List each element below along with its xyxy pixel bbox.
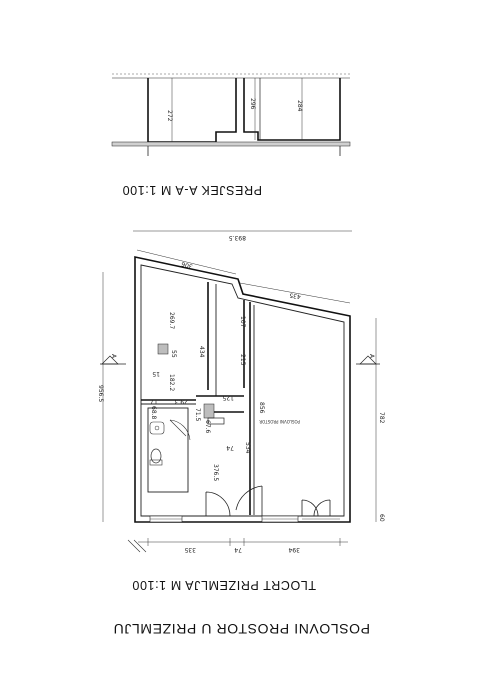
dim-17: 17 xyxy=(150,398,158,405)
dim-67-6: 67.6 xyxy=(204,420,211,434)
dim-376-5: 376.5 xyxy=(212,464,219,481)
sink-drain-icon xyxy=(154,425,160,431)
plan-dim-left: 956.5 xyxy=(97,385,104,402)
plan-shaft xyxy=(157,343,169,355)
dim-15: 15 xyxy=(152,370,160,377)
section-dim-272: 272 xyxy=(166,110,173,122)
dim-215: 215 xyxy=(239,354,246,366)
plan-dim-top-left-line xyxy=(136,249,237,275)
shop-door-swing-mid-icon xyxy=(301,499,319,517)
plan-dim-top-right: 435 xyxy=(289,291,301,300)
dim-bottom-74: 74 xyxy=(234,546,242,553)
shop-door-swing-right-icon xyxy=(313,499,331,517)
dim-856: 856 xyxy=(258,402,265,414)
dim-bottom-394: 394 xyxy=(288,546,300,553)
section-marker-left: A xyxy=(110,354,117,359)
section-marker-right: A xyxy=(368,354,375,359)
dim-71-5: 71.5 xyxy=(194,408,201,422)
plan-dim-corner-ticks xyxy=(127,539,147,553)
dim-182-2: 182.2 xyxy=(168,374,175,391)
section-right-room xyxy=(243,78,341,141)
plan-column xyxy=(203,403,215,419)
dim-29-3: 29.3 xyxy=(174,398,188,405)
floor-plan: 893.5 306 435 xyxy=(97,230,385,637)
section-dim-284: 284 xyxy=(296,100,303,112)
toilet-tank-icon xyxy=(149,459,163,466)
entry-door-swing-icon xyxy=(205,491,231,517)
section-floor-slab xyxy=(111,141,351,147)
dim-534: 534 xyxy=(244,442,251,454)
plan-column-2 xyxy=(207,417,225,425)
dim-107: 107 xyxy=(239,316,246,328)
section-dim-296: 296 xyxy=(249,98,256,110)
plan-dim-top-left: 306 xyxy=(180,260,193,270)
dim-74a: 74 xyxy=(226,444,234,451)
plan-inner-wall xyxy=(140,264,345,517)
plan-outer-wall xyxy=(134,256,351,523)
plan-bathroom xyxy=(147,407,189,493)
dim-269-7: 269.7 xyxy=(168,312,175,329)
dim-55: 55 xyxy=(170,350,177,358)
plan-dim-overall: 893.5 xyxy=(229,234,246,241)
toilet-icon xyxy=(150,448,162,464)
floor-plan-title: TLOCRT PRIZEMLJA M 1:100 xyxy=(132,578,316,592)
dim-68-8: 68.8 xyxy=(150,406,157,420)
plan-dim-right: 782 xyxy=(378,412,385,424)
dim-434: 434 xyxy=(198,346,205,358)
plan-dim-right-bottom: 60 xyxy=(378,514,385,522)
room-label: POSLOVNI PROSTOR xyxy=(259,419,300,424)
dim-125: 125 xyxy=(222,394,234,401)
section-a-a: 272 296 284 PRESJEK A-A M 1:100 xyxy=(111,73,351,197)
sheet-title: POSLOVNI PROSTOR U PRIZEMLJU xyxy=(113,621,370,637)
section-left-room xyxy=(147,78,237,143)
section-title: PRESJEK A-A M 1:100 xyxy=(122,183,262,197)
dim-bottom-335: 335 xyxy=(184,546,196,553)
shop-door-swing-left-icon xyxy=(235,485,263,516)
sink-icon xyxy=(149,421,165,435)
bathroom-door-swing-icon xyxy=(169,419,191,441)
plan-dim-top-right-line xyxy=(239,282,351,304)
